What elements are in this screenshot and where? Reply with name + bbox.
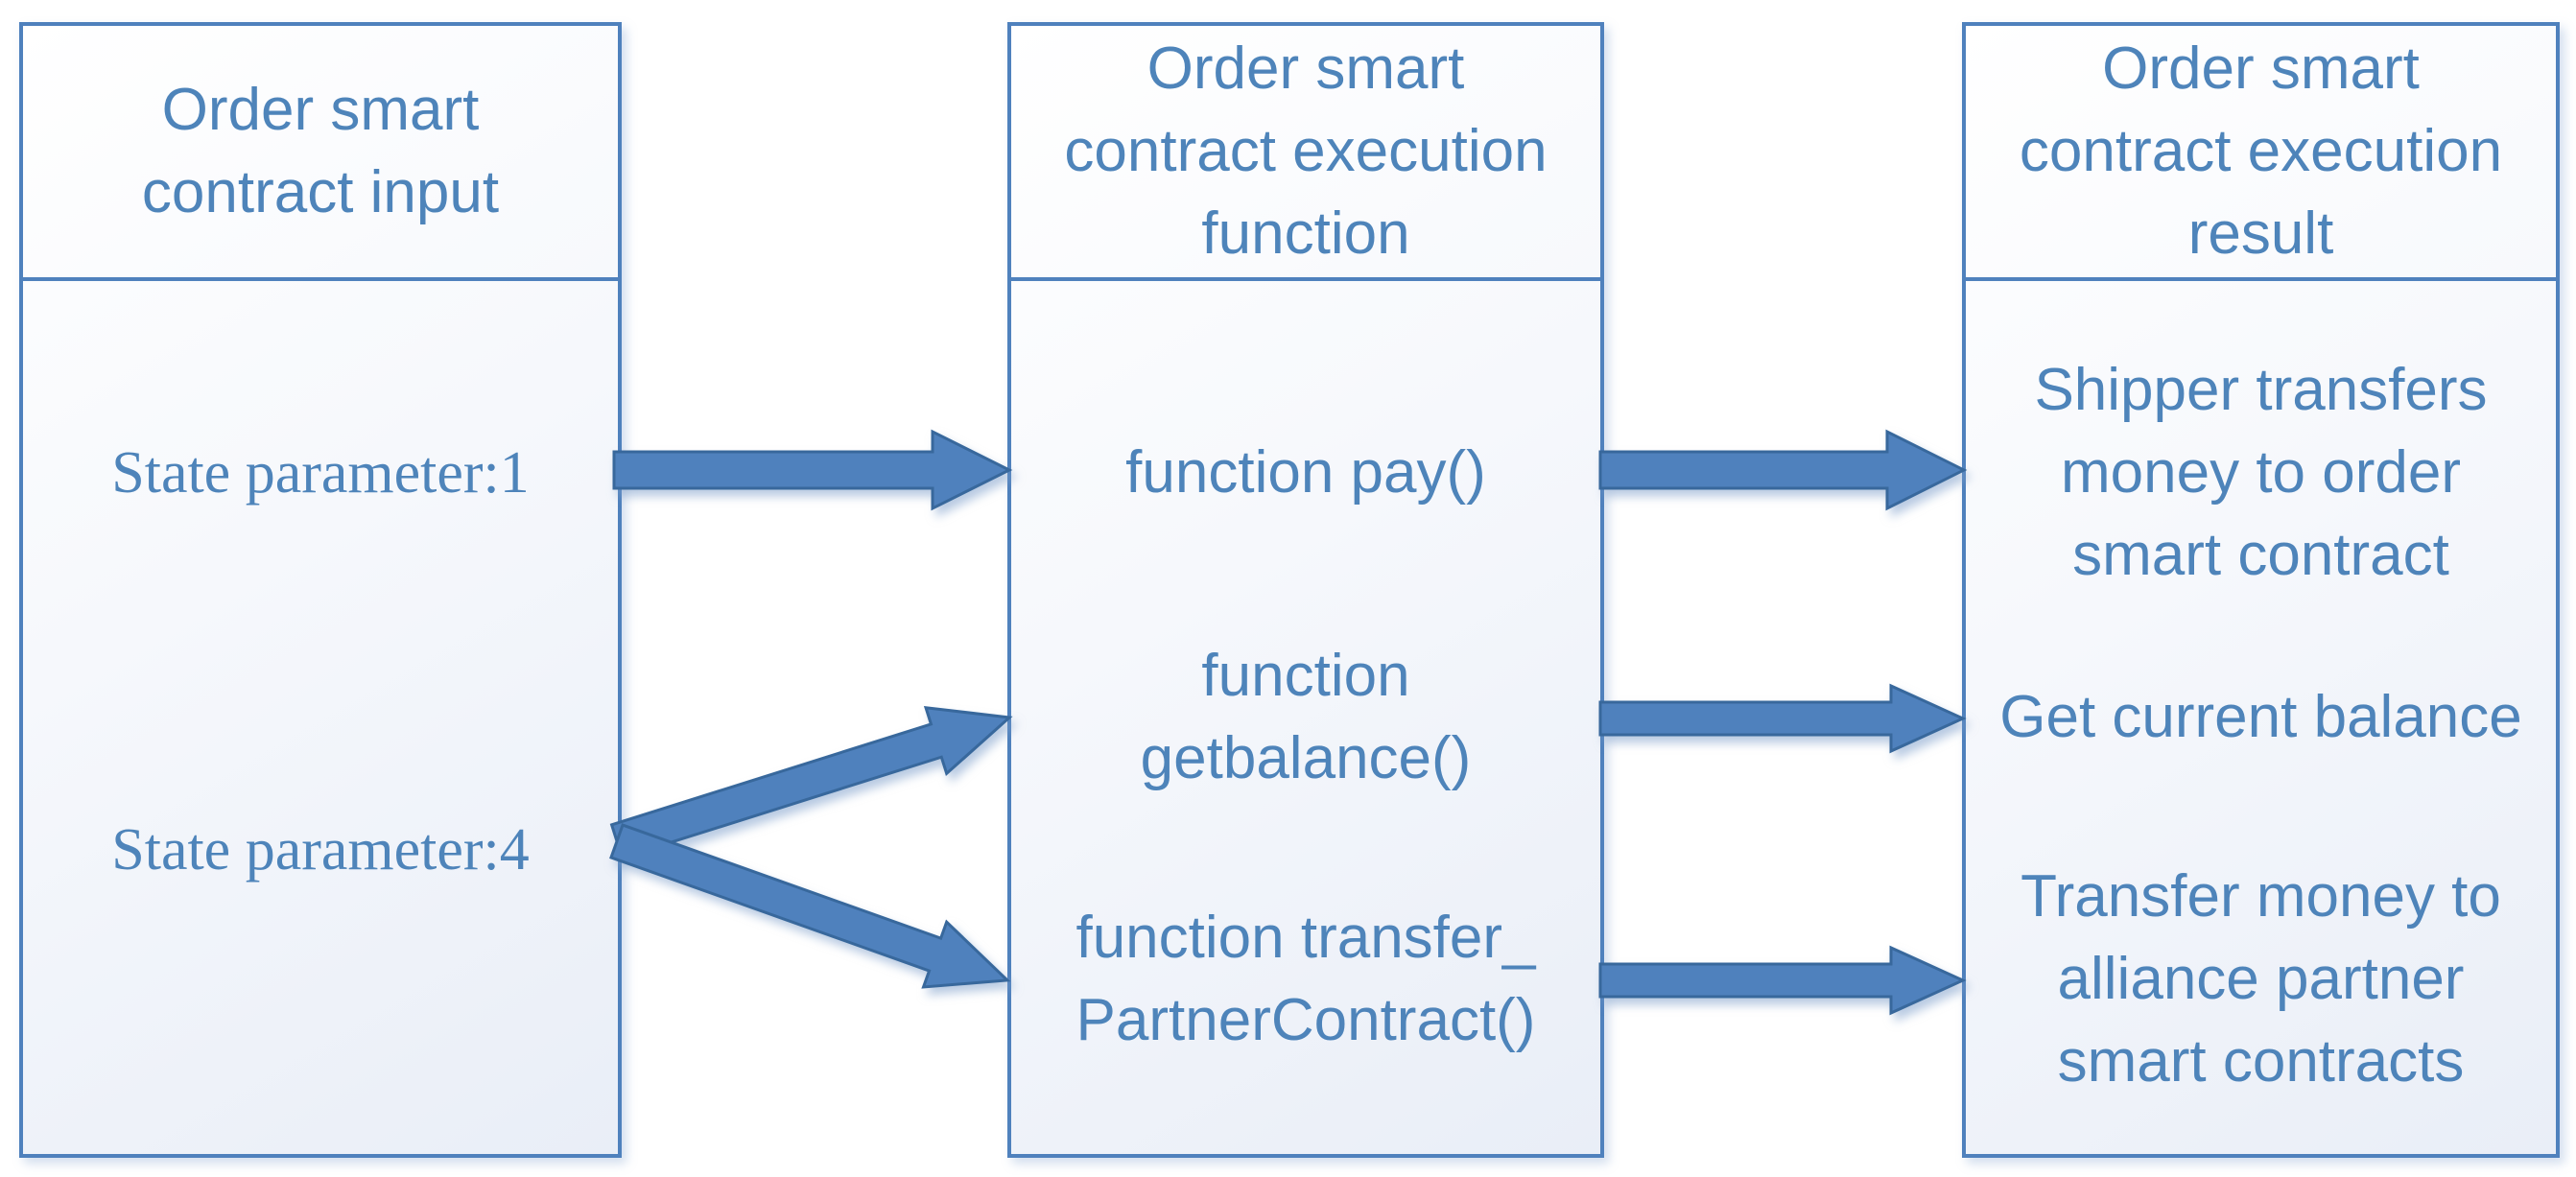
box-result-title-line: result	[2187, 200, 2334, 267]
item-line: getbalance()	[1140, 725, 1472, 791]
box-order-smart-contract-input: Order smart contract input State paramet…	[19, 22, 622, 1158]
box-result-title: Order smart contract execution result	[1966, 26, 2556, 281]
item-state-parameter-1: State parameter:1	[23, 432, 618, 514]
item-line: State parameter:4	[111, 817, 530, 883]
item-line: smart contract	[2072, 522, 2449, 588]
item-line: function transfer_	[1075, 905, 1536, 971]
item-line: Transfer money to	[2021, 863, 2501, 930]
item-shipper-transfers-money: Shipper transfers money to order smart c…	[1966, 349, 2556, 597]
box-execution-title-line: Order smart	[1146, 35, 1465, 102]
box-execution-title-line: contract execution	[1064, 118, 1548, 184]
item-state-parameter-4: State parameter:4	[23, 809, 618, 891]
box-execution-title-line: function	[1201, 200, 1410, 267]
item-line: Shipper transfers	[2034, 357, 2488, 423]
box-input-title: Order smart contract input	[23, 26, 618, 281]
item-line: smart contracts	[2057, 1028, 2465, 1095]
item-line: function pay()	[1125, 439, 1486, 506]
box-result-title-line: contract execution	[2019, 118, 2503, 184]
box-result-body: Shipper transfers money to order smart c…	[1966, 281, 2556, 1154]
item-function-pay: function pay()	[1011, 432, 1600, 514]
arrow-function-transfer-partnercontract-to-transfer-money	[1598, 945, 1967, 1016]
item-line: alliance partner	[2057, 946, 2465, 1012]
box-input-title-line: Order smart	[161, 77, 480, 143]
item-get-current-balance: Get current balance	[1966, 676, 2556, 759]
item-line: State parameter:1	[111, 440, 530, 506]
item-line: money to order	[2061, 439, 2461, 506]
item-transfer-money-to-alliance: Transfer money to alliance partner smart…	[1966, 856, 2556, 1103]
arrow-function-pay-to-shipper-transfers-money	[1598, 429, 1968, 511]
box-input-title-line: contract input	[141, 159, 500, 225]
item-function-transfer-partnercontract: function transfer_ PartnerContract()	[1011, 897, 1600, 1062]
box-input-body: State parameter:1 State parameter:4	[23, 281, 618, 1154]
arrow-state-parameter-1-to-function-pay	[612, 429, 1013, 511]
arrow-state-parameter-4-to-function-transfer-partnercontract	[609, 823, 1011, 989]
box-result-title-line: Order smart	[2102, 35, 2420, 102]
arrow-function-getbalance-to-get-current-balance	[1598, 683, 1967, 754]
item-function-getbalance: function getbalance()	[1011, 635, 1600, 800]
item-line: function	[1201, 643, 1410, 709]
box-execution-title: Order smart contract execution function	[1011, 26, 1600, 281]
item-line: PartnerContract()	[1075, 987, 1536, 1053]
box-order-smart-contract-execution-result: Order smart contract execution result Sh…	[1962, 22, 2560, 1158]
item-line: Get current balance	[1999, 684, 2522, 750]
box-order-smart-contract-execution-function: Order smart contract execution function …	[1007, 22, 1604, 1158]
box-execution-body: function pay() function getbalance() fun…	[1011, 281, 1600, 1154]
arrow-state-parameter-4-to-function-getbalance	[609, 705, 1013, 860]
